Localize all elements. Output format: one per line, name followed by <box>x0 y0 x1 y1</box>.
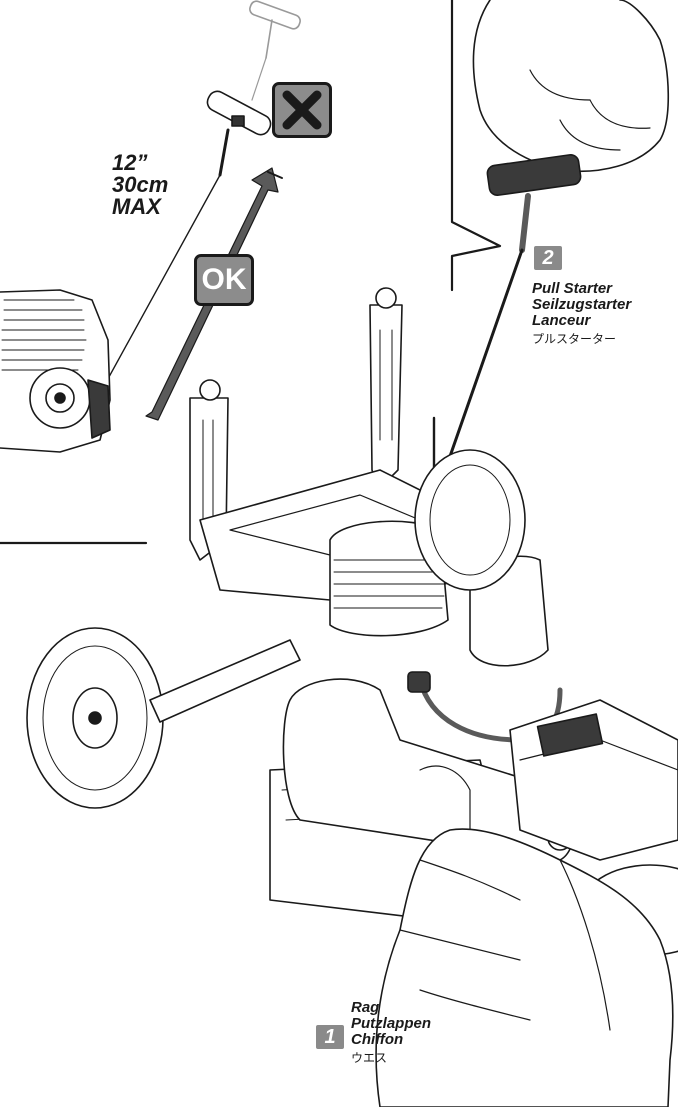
length-imperial: 12” <box>112 150 148 175</box>
hand-pull-starter <box>416 0 670 550</box>
rag-de: Putzlappen <box>351 1015 432 1032</box>
engine-inset <box>0 289 111 453</box>
x-mark-icon <box>282 90 322 130</box>
length-qualifier: MAX <box>112 194 161 219</box>
ok-sign: OK <box>194 254 254 306</box>
inset-frame-right <box>450 0 502 292</box>
step-badge-2: 2 <box>534 246 562 270</box>
x-sign <box>272 82 332 138</box>
pull-starter-jp: プルスターター <box>532 332 617 346</box>
rag-jp: ウエス <box>351 1051 388 1065</box>
step-badge-1: 1 <box>316 1025 344 1049</box>
pull-starter-fr: Lanceur <box>532 312 591 329</box>
rag-label: Rag Putzlappen Chiffon ウエス <box>351 1000 431 1066</box>
rag-en: Rag <box>351 999 380 1016</box>
rc-car <box>26 287 678 956</box>
t-wrench-faded <box>249 0 301 101</box>
pull-starter-en: Pull Starter <box>532 280 613 297</box>
rag-fr: Chiffon <box>351 1031 404 1048</box>
hand-with-rag <box>375 828 674 1107</box>
pull-starter-label: Pull Starter Seilzugstarter Lanceur プルスタ… <box>532 281 631 347</box>
pull-starter-de: Seilzugstarter <box>532 296 632 313</box>
length-limit-label: 12” 30cm MAX <box>112 152 168 218</box>
length-metric: 30cm <box>112 172 169 197</box>
t-wrench <box>103 90 272 387</box>
